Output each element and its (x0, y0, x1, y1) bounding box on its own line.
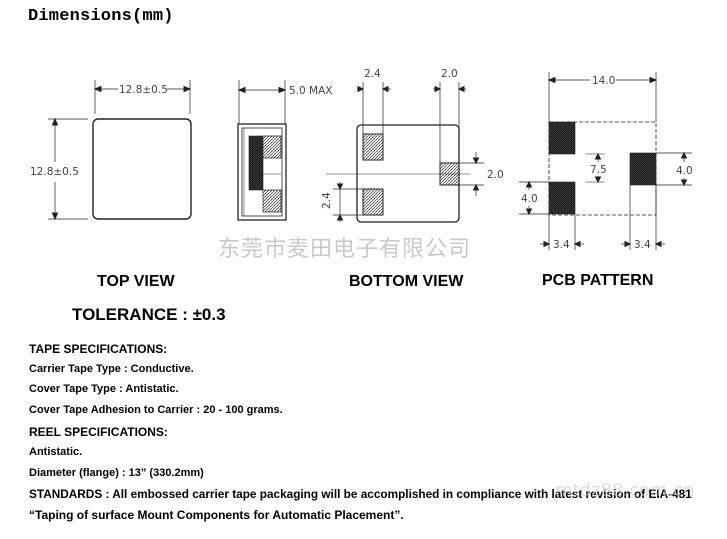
spec-line: STANDARDS : All embossed carrier tape pa… (29, 487, 692, 501)
pcb-pattern-drawing (519, 72, 692, 250)
watermark-text: 东莞市麦田电子有限公司 (218, 237, 472, 262)
top-view-drawing (48, 80, 192, 221)
pcb-pad-right (629, 152, 657, 186)
pcb-pad-bottom-left (548, 181, 576, 215)
bottom-pad-width-label: 2.4 (364, 68, 381, 80)
top-view-title: TOP VIEW (97, 273, 176, 290)
side-winding (248, 135, 264, 191)
spec-line: TAPE SPECIFICATIONS: (29, 342, 168, 356)
bottom-view-drawing (326, 82, 484, 223)
top-height-label: 12.8±0.5 (30, 166, 79, 178)
spec-line: Cover Tape Type : Antistatic. (29, 383, 179, 395)
pcb-pad-top-left (548, 121, 576, 155)
pcb-pattern-title: PCB PATTERN (542, 272, 653, 289)
bottom-view-title: BOTTOM VIEW (349, 273, 464, 290)
dimension-drawing: 12.8±0.5 12.8±0.5 5.0 MAX (30, 68, 693, 290)
bottom-pad-height2-label: 2.4 (321, 192, 333, 209)
spec-line: Cover Tape Adhesion to Carrier : 20 - 10… (29, 404, 283, 416)
pcb-gap-label: 7.5 (590, 164, 607, 176)
pcb-span-label: 14.0 (592, 75, 615, 87)
bottom-pad-bottom-left (362, 188, 384, 216)
pcb-left-width-label: 3.4 (553, 239, 570, 251)
side-body (237, 123, 287, 221)
spec-line: Antistatic. (29, 446, 83, 458)
side-view-drawing (237, 80, 287, 221)
watermark-url: mtdz88.com.cn (555, 480, 695, 501)
spec-line: Carrier Tape Type : Conductive. (29, 363, 194, 375)
pcb-right-width-label: 3.4 (634, 239, 651, 251)
bottom-pad-top-left (362, 133, 384, 161)
top-width-label: 12.8±0.5 (119, 84, 168, 96)
component-outline (92, 118, 192, 220)
page-title: Dimensions(mm) (28, 7, 174, 26)
spec-line: Diameter (flange) : 13” (330.2mm) (29, 467, 204, 479)
pcb-left-height-label: 4.0 (521, 193, 538, 205)
bottom-pad-height-label: 2.0 (487, 169, 504, 181)
bottom-pad-width2-label: 2.0 (441, 68, 458, 80)
spec-line: REEL SPECIFICATIONS: (29, 425, 168, 439)
pcb-right-height-label: 4.0 (676, 165, 693, 177)
spec-line: “Taping of surface Mount Components for … (29, 508, 404, 522)
side-max-label: 5.0 MAX (289, 85, 332, 97)
tolerance-note: TOLERANCE : ±0.3 (72, 305, 226, 324)
